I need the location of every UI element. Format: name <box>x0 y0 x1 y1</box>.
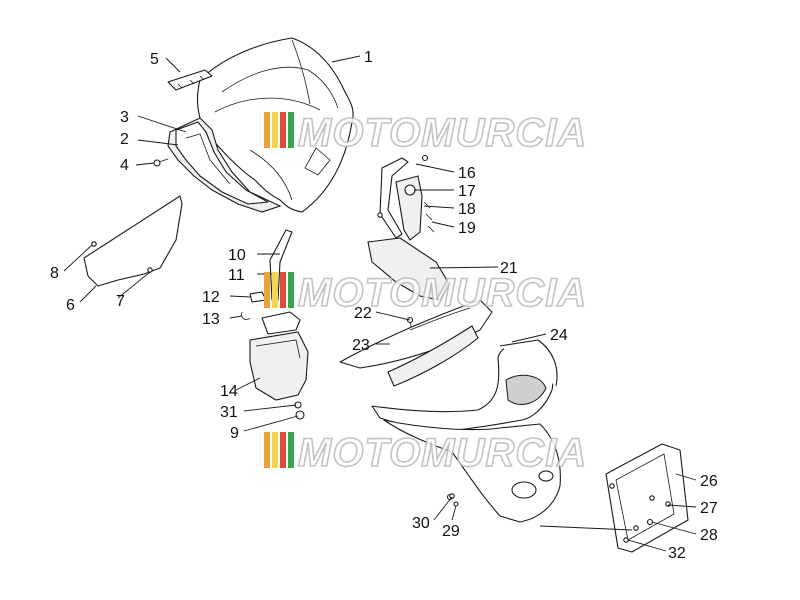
part-14-housing <box>249 331 309 401</box>
callout-9: 9 <box>230 425 239 442</box>
part-16-19-hinge-assembly <box>377 154 435 241</box>
callout-11: 11 <box>228 267 245 284</box>
part-9-31-nut-washer <box>294 401 305 420</box>
callout-17: 17 <box>458 183 476 200</box>
part-5-bracket <box>167 69 213 91</box>
callout-24: 24 <box>550 327 568 344</box>
watermark-bottom: MOTOMURCIA <box>264 430 587 476</box>
part-2-3-inner-frame <box>167 117 282 213</box>
watermark-text-top: MOTOMURCIA <box>298 111 587 155</box>
part-lower-fender <box>383 419 561 523</box>
callout-18: 18 <box>458 201 476 218</box>
part-26-plate-holder <box>605 443 689 553</box>
watermark-top: MOTOMURCIA <box>264 110 587 156</box>
callout-30: 30 <box>412 515 430 532</box>
callout-26: 26 <box>700 473 718 490</box>
watermark-middle: MOTOMURCIA <box>264 270 587 316</box>
callout-3: 3 <box>120 109 129 126</box>
leader-lines <box>63 55 697 552</box>
callout-6: 6 <box>66 297 75 314</box>
callout-31: 31 <box>220 404 238 421</box>
part-24-rear-mudguard <box>371 339 558 431</box>
part-tail-light <box>339 299 493 387</box>
callout-10: 10 <box>228 247 246 264</box>
callout-12: 12 <box>202 289 220 306</box>
callout-8: 8 <box>50 265 59 282</box>
part-21-trim <box>367 237 449 301</box>
callout-28: 28 <box>700 527 718 544</box>
callout-labels: 1 2 3 4 5 6 7 8 9 10 11 12 13 14 16 17 1… <box>50 49 718 562</box>
part-4-screw <box>153 158 169 167</box>
callout-23: 23 <box>352 337 370 354</box>
callout-7: 7 <box>116 293 125 310</box>
callout-13: 13 <box>202 311 220 328</box>
callout-29: 29 <box>442 523 460 540</box>
callout-27: 27 <box>700 500 718 517</box>
callout-14: 14 <box>220 383 238 400</box>
callout-19: 19 <box>458 220 476 237</box>
watermark-text-middle: MOTOMURCIA <box>298 271 587 315</box>
callout-21: 21 <box>500 260 518 277</box>
callout-4: 4 <box>120 157 129 174</box>
part-29-30-fasteners <box>449 493 459 507</box>
callout-16: 16 <box>458 165 476 182</box>
callout-2: 2 <box>120 131 129 148</box>
callout-32: 32 <box>668 545 686 562</box>
callout-1: 1 <box>364 49 373 66</box>
callout-5: 5 <box>150 51 159 68</box>
part-6-side-panel <box>83 195 183 287</box>
watermark-text-bottom: MOTOMURCIA <box>298 431 587 475</box>
callout-22: 22 <box>354 305 372 322</box>
